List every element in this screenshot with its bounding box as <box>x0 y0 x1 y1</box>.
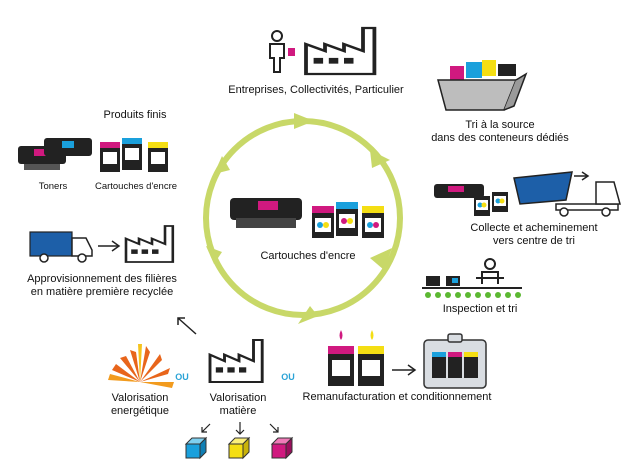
truck-icon <box>434 171 621 217</box>
factory-icon <box>124 224 175 264</box>
ink-cartridge-icon <box>328 330 384 386</box>
arrow-icon <box>177 317 197 335</box>
center-label: Cartouches d'encre <box>260 250 356 262</box>
cycle-arrow-icon <box>206 246 222 264</box>
step-appro-label-2: en matière première recyclée <box>30 286 174 298</box>
ink-cartridge-icon <box>100 138 168 172</box>
factory-icon <box>208 338 264 384</box>
flame-icon <box>108 344 174 388</box>
factory-icon <box>304 26 377 76</box>
or-label-right: OU <box>281 372 295 382</box>
cartouches-label: Cartouches d'encre <box>94 181 178 192</box>
center-products <box>230 198 384 238</box>
step-valo-energie-label-1: Valorisation <box>111 392 169 404</box>
arrow-icon <box>392 364 417 376</box>
toner-icon <box>230 198 302 228</box>
recycling-bin-icon <box>437 60 528 111</box>
step-collecte-label-2: vers centre de tri <box>493 235 575 247</box>
produits-finis-label: Produits finis <box>103 109 167 121</box>
step-collecte-label-1: Collecte et acheminement <box>470 222 598 234</box>
step-valo-energie-label-2: energétique <box>110 405 170 417</box>
toners-label: Toners <box>38 181 68 192</box>
ink-cartridge-icon <box>312 202 384 238</box>
step-entreprises-label: Entreprises, Collectivités, Particulier <box>228 84 404 96</box>
cycle-arrow-icon <box>294 113 314 129</box>
step-tri-source-label-2: dans des conteneurs dédiés <box>431 132 569 144</box>
cycle-ring <box>203 113 403 324</box>
step-inspection-label: Inspection et tri <box>442 303 518 315</box>
cycle-arrow-icon <box>214 156 230 174</box>
cube-icon <box>184 436 294 460</box>
cycle-arrow-icon <box>370 248 392 270</box>
arrow-icon <box>201 422 279 435</box>
cycle-arrow-icon <box>298 306 318 324</box>
or-label-left: OU <box>175 372 189 382</box>
toner-icon <box>18 138 92 170</box>
step-reman-label: Remanufacturation et conditionnement <box>302 391 492 403</box>
worker-icon <box>269 30 295 73</box>
package-icon <box>423 333 487 389</box>
step-valo-matiere-label-1: Valorisation <box>209 392 267 404</box>
step-tri-source-label-1: Tri à la source <box>465 119 535 131</box>
step-appro-label-1: Approvisionnement des filières <box>27 273 177 285</box>
cycle-arrow-icon <box>370 150 390 168</box>
truck-icon <box>29 231 121 263</box>
conveyor-icon <box>422 258 522 298</box>
step-valo-matiere-label-2: matière <box>219 405 257 417</box>
